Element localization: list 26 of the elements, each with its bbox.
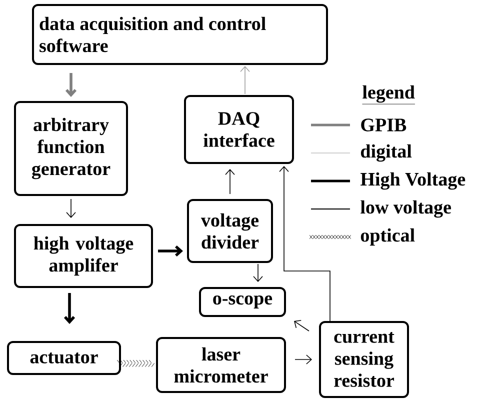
process-box: actuator [7, 341, 121, 375]
arrow [65, 73, 77, 97]
optical-link [116, 360, 155, 368]
process-box: current sensing resistor [319, 321, 409, 398]
arrow [253, 264, 263, 282]
process-box: voltage divider [187, 199, 273, 263]
arrow [225, 169, 235, 194]
arrow [64, 293, 76, 324]
legend-text: low voltage [360, 200, 451, 218]
arrow [158, 245, 183, 257]
arrow [294, 354, 312, 364]
process-box: arbitrary function generator [14, 101, 128, 196]
process-box: DAQ interface [184, 95, 294, 164]
arrow [240, 66, 250, 94]
process-box: laser micrometer [156, 337, 286, 393]
arrow [294, 320, 310, 332]
legend-text: optical [360, 228, 415, 246]
legend-text: digital [360, 144, 412, 162]
arrow [66, 198, 76, 218]
process-box: o-scope [199, 287, 286, 317]
legend-text: GPIB [361, 118, 406, 132]
legend-title: legend [362, 85, 416, 104]
process-box: data acquisition and control software [32, 4, 328, 65]
process-box: high voltage amplifer [14, 224, 153, 288]
legend-text: High Voltage [360, 172, 466, 190]
arrow [279, 166, 330, 322]
